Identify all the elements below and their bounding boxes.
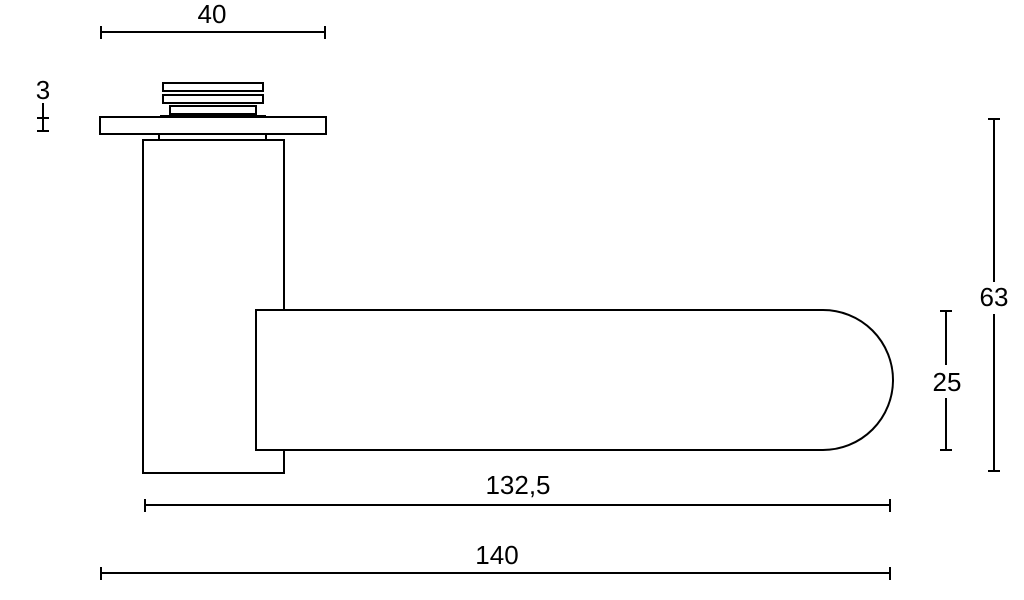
dimension-overall-length-label: 140 [475, 540, 518, 570]
spindle-cap-top [162, 82, 264, 92]
dimension-lever-length-label: 132,5 [485, 470, 550, 500]
spindle-cap-middle [162, 94, 264, 104]
spindle-cap-bottom [169, 105, 257, 115]
dimension-overall-length: 140 [100, 540, 891, 580]
dimension-rose-thickness-label: 3 [36, 75, 50, 105]
rose-assembly [99, 82, 327, 141]
dimension-rose-thickness: 3 [36, 75, 50, 132]
dimension-overall-height: 63 [980, 118, 1009, 472]
lever-arm [255, 309, 894, 451]
dimension-rose-width: 40 [100, 0, 326, 39]
rose-plate [99, 116, 327, 135]
handle-body [142, 139, 894, 474]
dimension-lever-height: 25 [933, 310, 962, 451]
dimension-lever-length: 132,5 [144, 470, 891, 512]
dimension-overall-height-label: 63 [980, 282, 1009, 312]
dimension-lever-height-label: 25 [933, 367, 962, 397]
dimension-rose-width-label: 40 [198, 0, 227, 29]
